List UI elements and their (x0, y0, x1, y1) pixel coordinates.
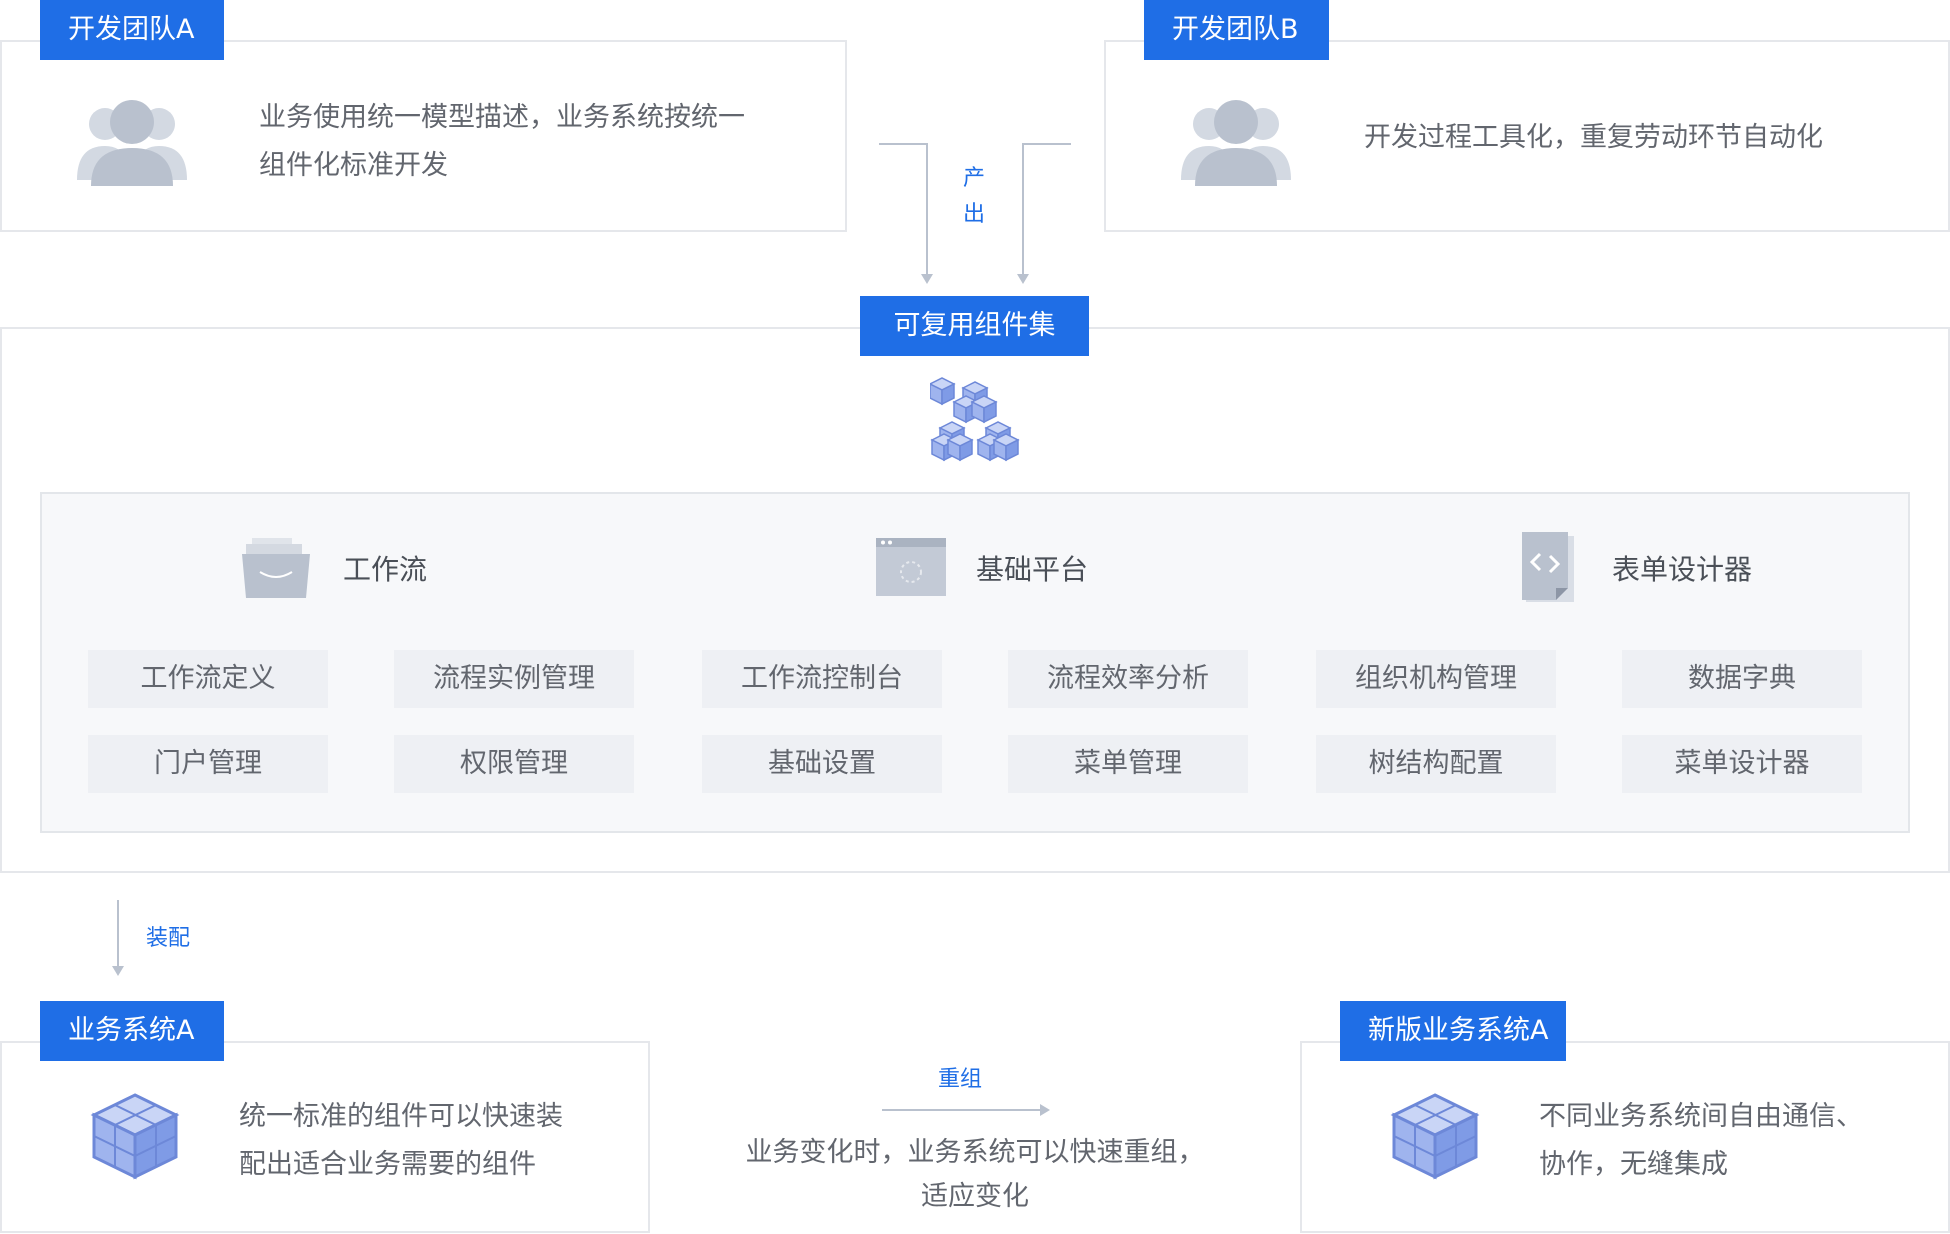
team-a-tag: 开发团队A (40, 0, 224, 60)
chip-menu-designer: 菜单设计器 (1622, 735, 1862, 793)
new-system-a-card: 不同业务系统间自由通信、 协作，无缝集成 (1300, 1041, 1950, 1233)
inbox-tray-icon (236, 534, 316, 604)
team-users-icon (1181, 90, 1291, 190)
team-a-desc-line2: 组件化标准开发 (259, 150, 448, 181)
category-title-form-designer: 表单设计器 (1612, 553, 1753, 586)
system-a-description: 统一标准的组件可以快速装 配出适合业务需要的组件 (239, 1093, 639, 1189)
chip-workflow-console: 工作流控制台 (702, 650, 942, 708)
new-system-a-desc-line1: 不同业务系统间自由通信、 (1539, 1101, 1863, 1132)
new-system-a-desc-line2: 协作，无缝集成 (1539, 1149, 1728, 1180)
system-a-card: 统一标准的组件可以快速装 配出适合业务需要的组件 (0, 1041, 650, 1233)
category-title-base-platform: 基础平台 (976, 553, 1089, 586)
regroup-desc-line2: 适应变化 (921, 1181, 1029, 1212)
chip-workflow-definition: 工作流定义 (88, 650, 328, 708)
chip-process-instance: 流程实例管理 (394, 650, 634, 708)
regroup-desc-line1: 业务变化时，业务系统可以快速重组， (745, 1137, 1205, 1168)
chip-process-efficiency: 流程效率分析 (1008, 650, 1248, 708)
system-a-desc-line1: 统一标准的组件可以快速装 (239, 1101, 563, 1132)
assemble-arrow (112, 900, 124, 976)
team-a-description: 业务使用统一模型描述，业务系统按统一 组件化标准开发 (259, 94, 819, 190)
category-title-workflow: 工作流 (343, 553, 428, 586)
new-system-a-tag: 新版业务系统A (1340, 1001, 1566, 1061)
cubes-pyramid-icon (930, 377, 1019, 461)
system-a-desc-line2: 配出适合业务需要的组件 (239, 1149, 536, 1180)
team-b-card: 开发过程工具化，重复劳动环节自动化 (1104, 40, 1950, 232)
browser-window-icon (874, 536, 950, 600)
new-system-a-description: 不同业务系统间自由通信、 协作，无缝集成 (1539, 1093, 1939, 1189)
produce-arrows (879, 143, 1071, 284)
chip-tree-config: 树结构配置 (1316, 735, 1556, 793)
team-b-tag: 开发团队B (1144, 0, 1329, 60)
team-a-desc-line1: 业务使用统一模型描述，业务系统按统一 (259, 102, 745, 133)
assemble-label: 装配 (146, 926, 191, 951)
chip-org-management: 组织机构管理 (1316, 650, 1556, 708)
regroup-label: 重组 (938, 1067, 983, 1092)
team-users-icon (77, 90, 187, 190)
team-b-description: 开发过程工具化，重复劳动环节自动化 (1364, 122, 1823, 153)
cube-grid-icon (90, 1093, 180, 1180)
cube-grid-icon (1390, 1093, 1480, 1180)
chip-menu-management: 菜单管理 (1008, 735, 1248, 793)
component-set-tag: 可复用组件集 (860, 296, 1089, 356)
regroup-arrow (882, 1104, 1050, 1116)
chip-permission-management: 权限管理 (394, 735, 634, 793)
regroup-description: 业务变化时，业务系统可以快速重组， 适应变化 (730, 1131, 1220, 1219)
produce-label-char2: 出 (963, 202, 986, 227)
team-a-card: 业务使用统一模型描述，业务系统按统一 组件化标准开发 (0, 40, 847, 232)
chip-portal-management: 门户管理 (88, 735, 328, 793)
chip-data-dictionary: 数据字典 (1622, 650, 1862, 708)
system-a-tag: 业务系统A (40, 1001, 224, 1061)
chip-base-settings: 基础设置 (702, 735, 942, 793)
produce-label-char1: 产 (963, 166, 986, 191)
code-document-icon (1518, 530, 1578, 606)
component-panel (40, 492, 1910, 833)
